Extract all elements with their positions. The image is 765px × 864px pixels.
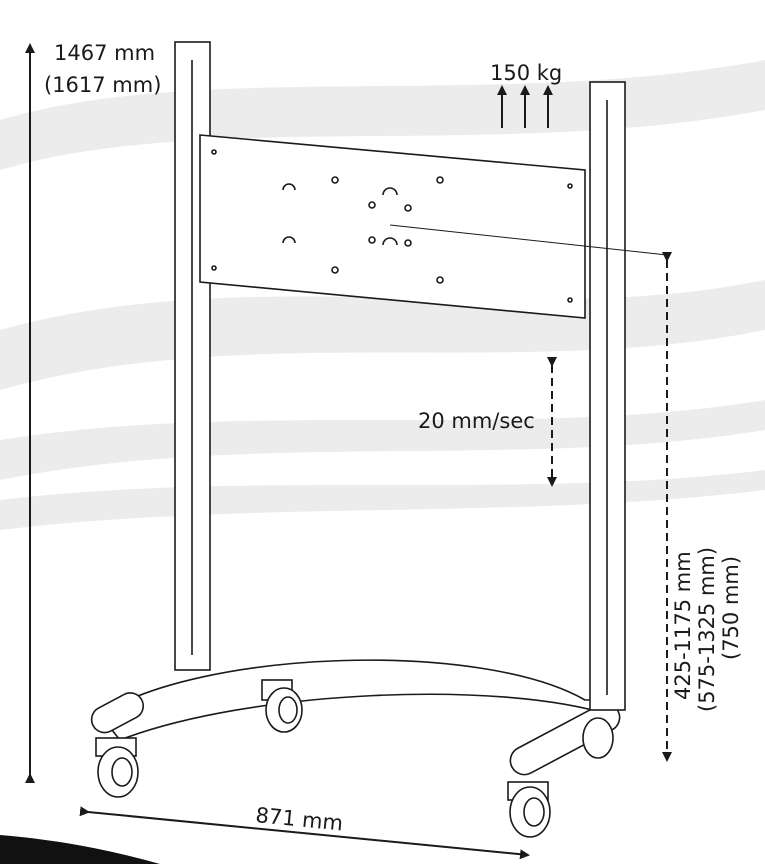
base-frame: [98, 659, 612, 741]
height-label: 1467 mm: [54, 41, 155, 65]
speed-label: 20 mm/sec: [418, 409, 535, 433]
range-alt-label: (575-1325 mm): [695, 547, 719, 712]
center-leader-line: [389, 224, 668, 256]
base-foot-left: [90, 692, 145, 734]
height-alt-label: (1617 mm): [44, 73, 161, 97]
caster-front-left: [95, 737, 139, 798]
range-label: 425-1175 mm: [671, 551, 695, 700]
range-extra-label: (750 mm): [719, 556, 743, 660]
caster-back-right: [582, 717, 614, 759]
mounting-panel: [199, 134, 586, 319]
width-arrow: [79, 806, 530, 860]
load-label: 150 kg: [490, 61, 562, 85]
caster-front-right: [507, 781, 551, 838]
caster-back-left: [261, 679, 303, 733]
dimension-lines: [25, 43, 672, 860]
bottom-dark-band: [0, 835, 160, 864]
width-label: 871 mm: [255, 803, 345, 835]
stand-drawing: [90, 41, 626, 838]
